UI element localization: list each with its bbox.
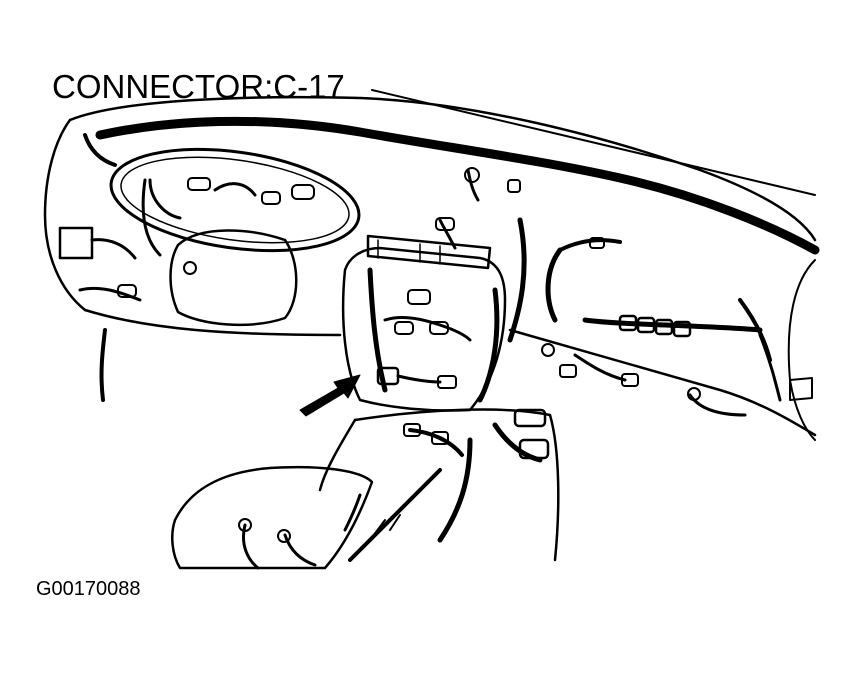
center-bezel bbox=[341, 246, 507, 412]
main-harness-trunk bbox=[95, 116, 820, 255]
instrument-cluster bbox=[109, 147, 361, 253]
dashboard-outline bbox=[68, 95, 817, 242]
dashboard-lower-edge bbox=[83, 308, 342, 337]
relay-block bbox=[618, 314, 692, 338]
steering-pad bbox=[169, 229, 298, 327]
dashboard-left-end bbox=[43, 118, 87, 312]
connector-pointer-arrow bbox=[299, 374, 361, 417]
center-console bbox=[353, 408, 560, 562]
connector-callout-label: CONNECTOR:C-17 bbox=[52, 68, 345, 105]
floor-tunnel bbox=[171, 465, 374, 570]
figure-code: G00170088 bbox=[36, 578, 141, 600]
callout-leader-line bbox=[371, 89, 816, 196]
